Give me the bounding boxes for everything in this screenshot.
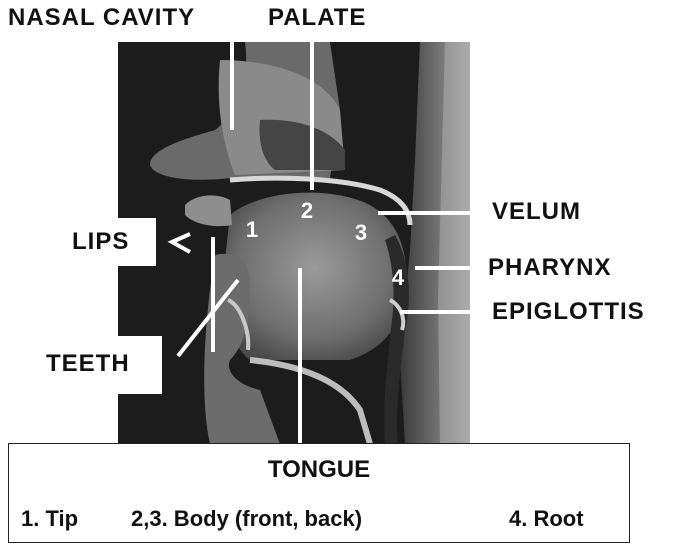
legend-item-tip: 1. Tip [21,506,78,532]
pharynx-label: PHARYNX [488,254,611,282]
legend-item-body: 2,3. Body (front, back) [131,506,362,532]
region-number-4: 4 [392,265,405,290]
region-number-2: 2 [301,198,313,223]
nasal-cavity-label: NASAL CAVITY [8,4,195,32]
lips-label: LIPS [72,228,129,256]
region-number-3: 3 [355,220,367,245]
region-number-1: 1 [246,217,258,242]
palate-label: PALATE [268,4,366,32]
legend-item-root: 4. Root [509,506,584,532]
velum-label: VELUM [492,198,581,226]
epiglottis-label: EPIGLOTTIS [492,298,645,326]
tongue-legend-box: TONGUE 1. Tip 2,3. Body (front, back) 4.… [8,443,630,543]
legend-title: TONGUE [9,456,629,484]
teeth-label: TEETH [46,350,130,378]
